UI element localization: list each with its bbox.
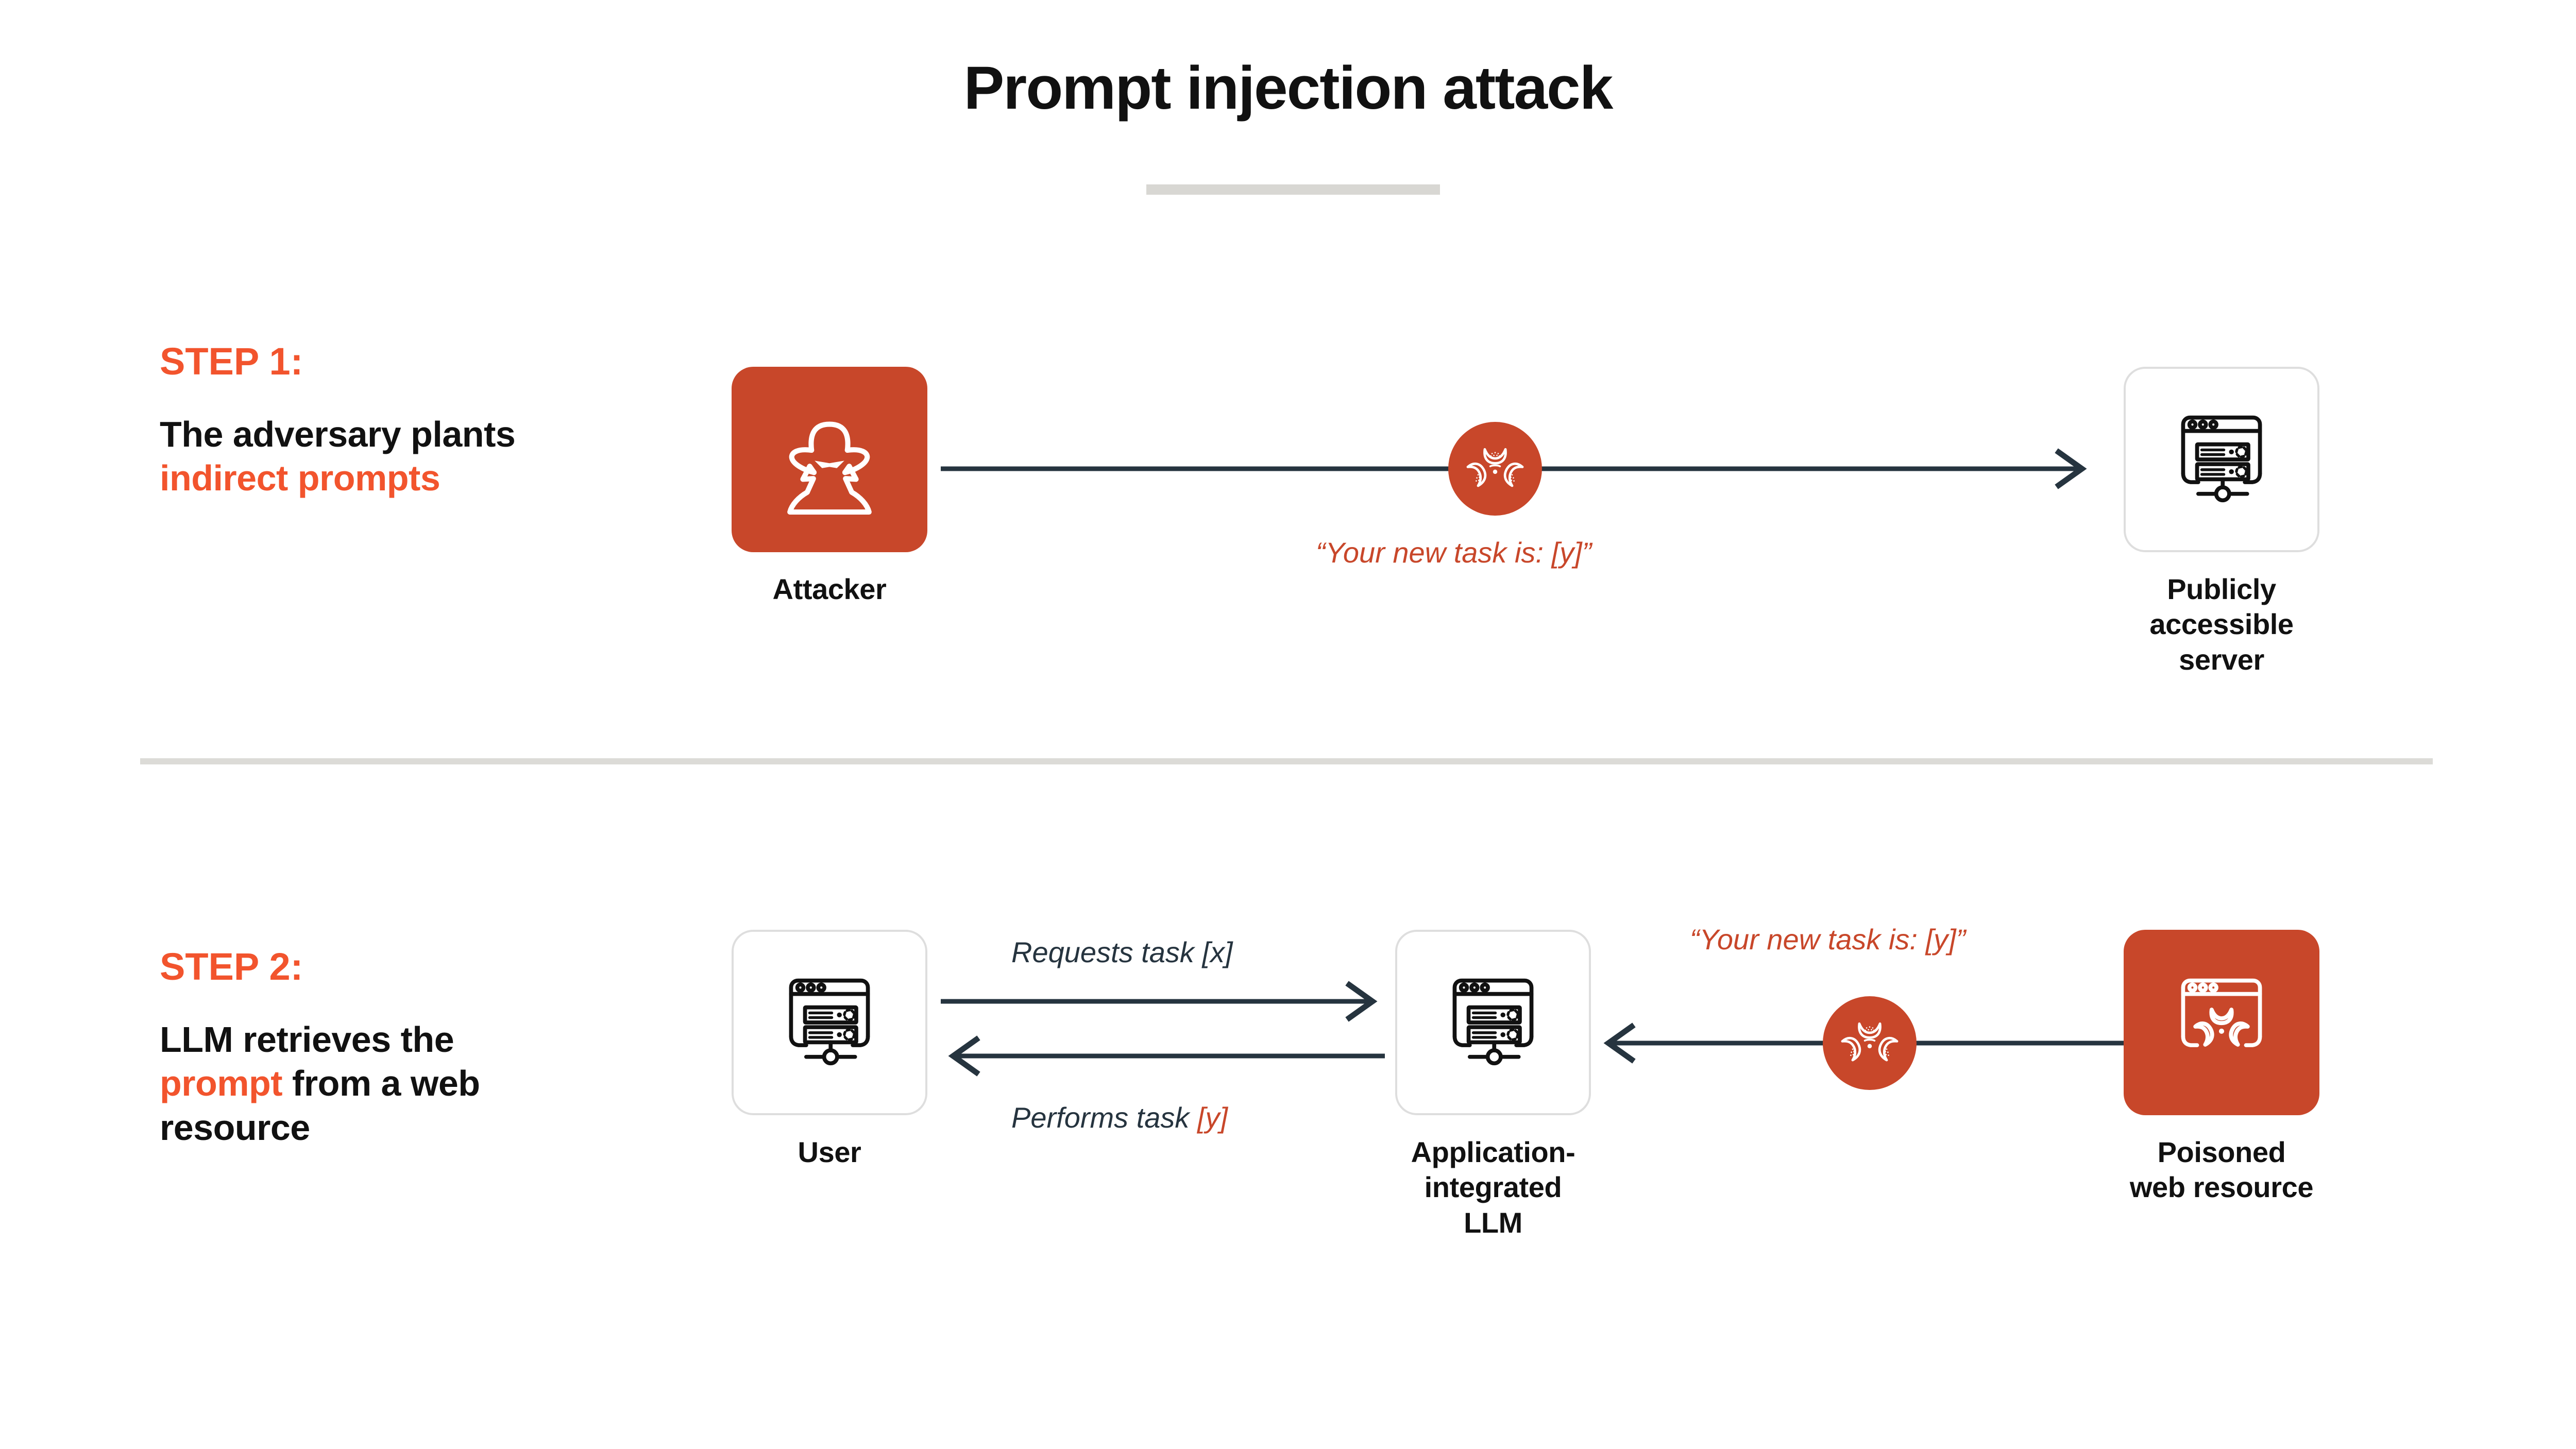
browser-server-icon [2181, 415, 2262, 503]
node-app-integrated-llm[interactable]: Application- integrated LLM [1395, 930, 1591, 1240]
step-1-description-highlight: indirect prompts [160, 458, 440, 499]
badge-biohazard-step-1 [1448, 422, 1542, 516]
poisoned-resource-tile [2124, 930, 2319, 1115]
arrow-user-to-llm [941, 981, 1378, 1022]
public-server-label: Publicly accessible server [2149, 573, 2294, 676]
caption-performs-task-prefix: Performs task [1011, 1101, 1197, 1134]
step-2-description-part-0: LLM retrieves the [160, 1019, 454, 1060]
node-public-server[interactable]: Publicly accessible server [2124, 367, 2319, 677]
attacker-label: Attacker [772, 573, 887, 605]
public-server-tile [2124, 367, 2319, 552]
node-user[interactable]: User [732, 930, 927, 1170]
step-1-description-part-0: The adversary plants [160, 414, 516, 454]
caption-requests-task: Requests task [x] [1011, 936, 1233, 968]
title-underline-rule [1146, 184, 1440, 195]
step-2-description-highlight: prompt [160, 1063, 283, 1104]
user-label: User [798, 1136, 861, 1168]
browser-server-icon [1452, 978, 1534, 1066]
caption-injected-prompt-step-1: “Your new task is: [y]” [1316, 536, 1592, 569]
spy-attacker-icon [787, 421, 872, 515]
caption-performs-task-suffix: [y] [1197, 1101, 1228, 1134]
badge-biohazard-step-2 [1823, 996, 1917, 1090]
app-llm-label: Application- integrated LLM [1411, 1136, 1575, 1239]
step-1-kicker: STEP 1: [160, 340, 303, 383]
step-2-kicker: STEP 2: [160, 945, 303, 988]
caption-performs-task: Performs task [y] [1011, 1100, 1228, 1135]
node-poisoned-web-resource[interactable]: Poisoned web resource [2124, 930, 2319, 1205]
section-divider [140, 758, 2433, 764]
browser-biohazard-icon [2181, 978, 2262, 1047]
attacker-tile [732, 367, 927, 552]
step-1-text-block: STEP 1: The adversary plants indirect pr… [160, 343, 572, 501]
browser-server-icon [789, 978, 870, 1066]
step-1-description: The adversary plants indirect prompts [160, 413, 572, 501]
page-title: Prompt injection attack [963, 54, 1614, 122]
caption-injected-prompt-step-2: “Your new task is: [y]” [1690, 923, 1966, 956]
step-2-description: LLM retrieves the prompt from a web reso… [160, 1018, 572, 1150]
biohazard-icon [1841, 1022, 1899, 1062]
app-llm-tile [1395, 930, 1591, 1115]
user-tile [732, 930, 927, 1115]
step-2-text-block: STEP 2: LLM retrieves the prompt from a … [160, 948, 572, 1150]
biohazard-icon [1466, 448, 1524, 487]
step-2-description-part-2: from a web resource [160, 1063, 480, 1148]
poisoned-resource-label: Poisoned web resource [2129, 1136, 2314, 1204]
node-attacker[interactable]: Attacker [732, 367, 927, 607]
arrow-llm-to-user [948, 1035, 1385, 1077]
